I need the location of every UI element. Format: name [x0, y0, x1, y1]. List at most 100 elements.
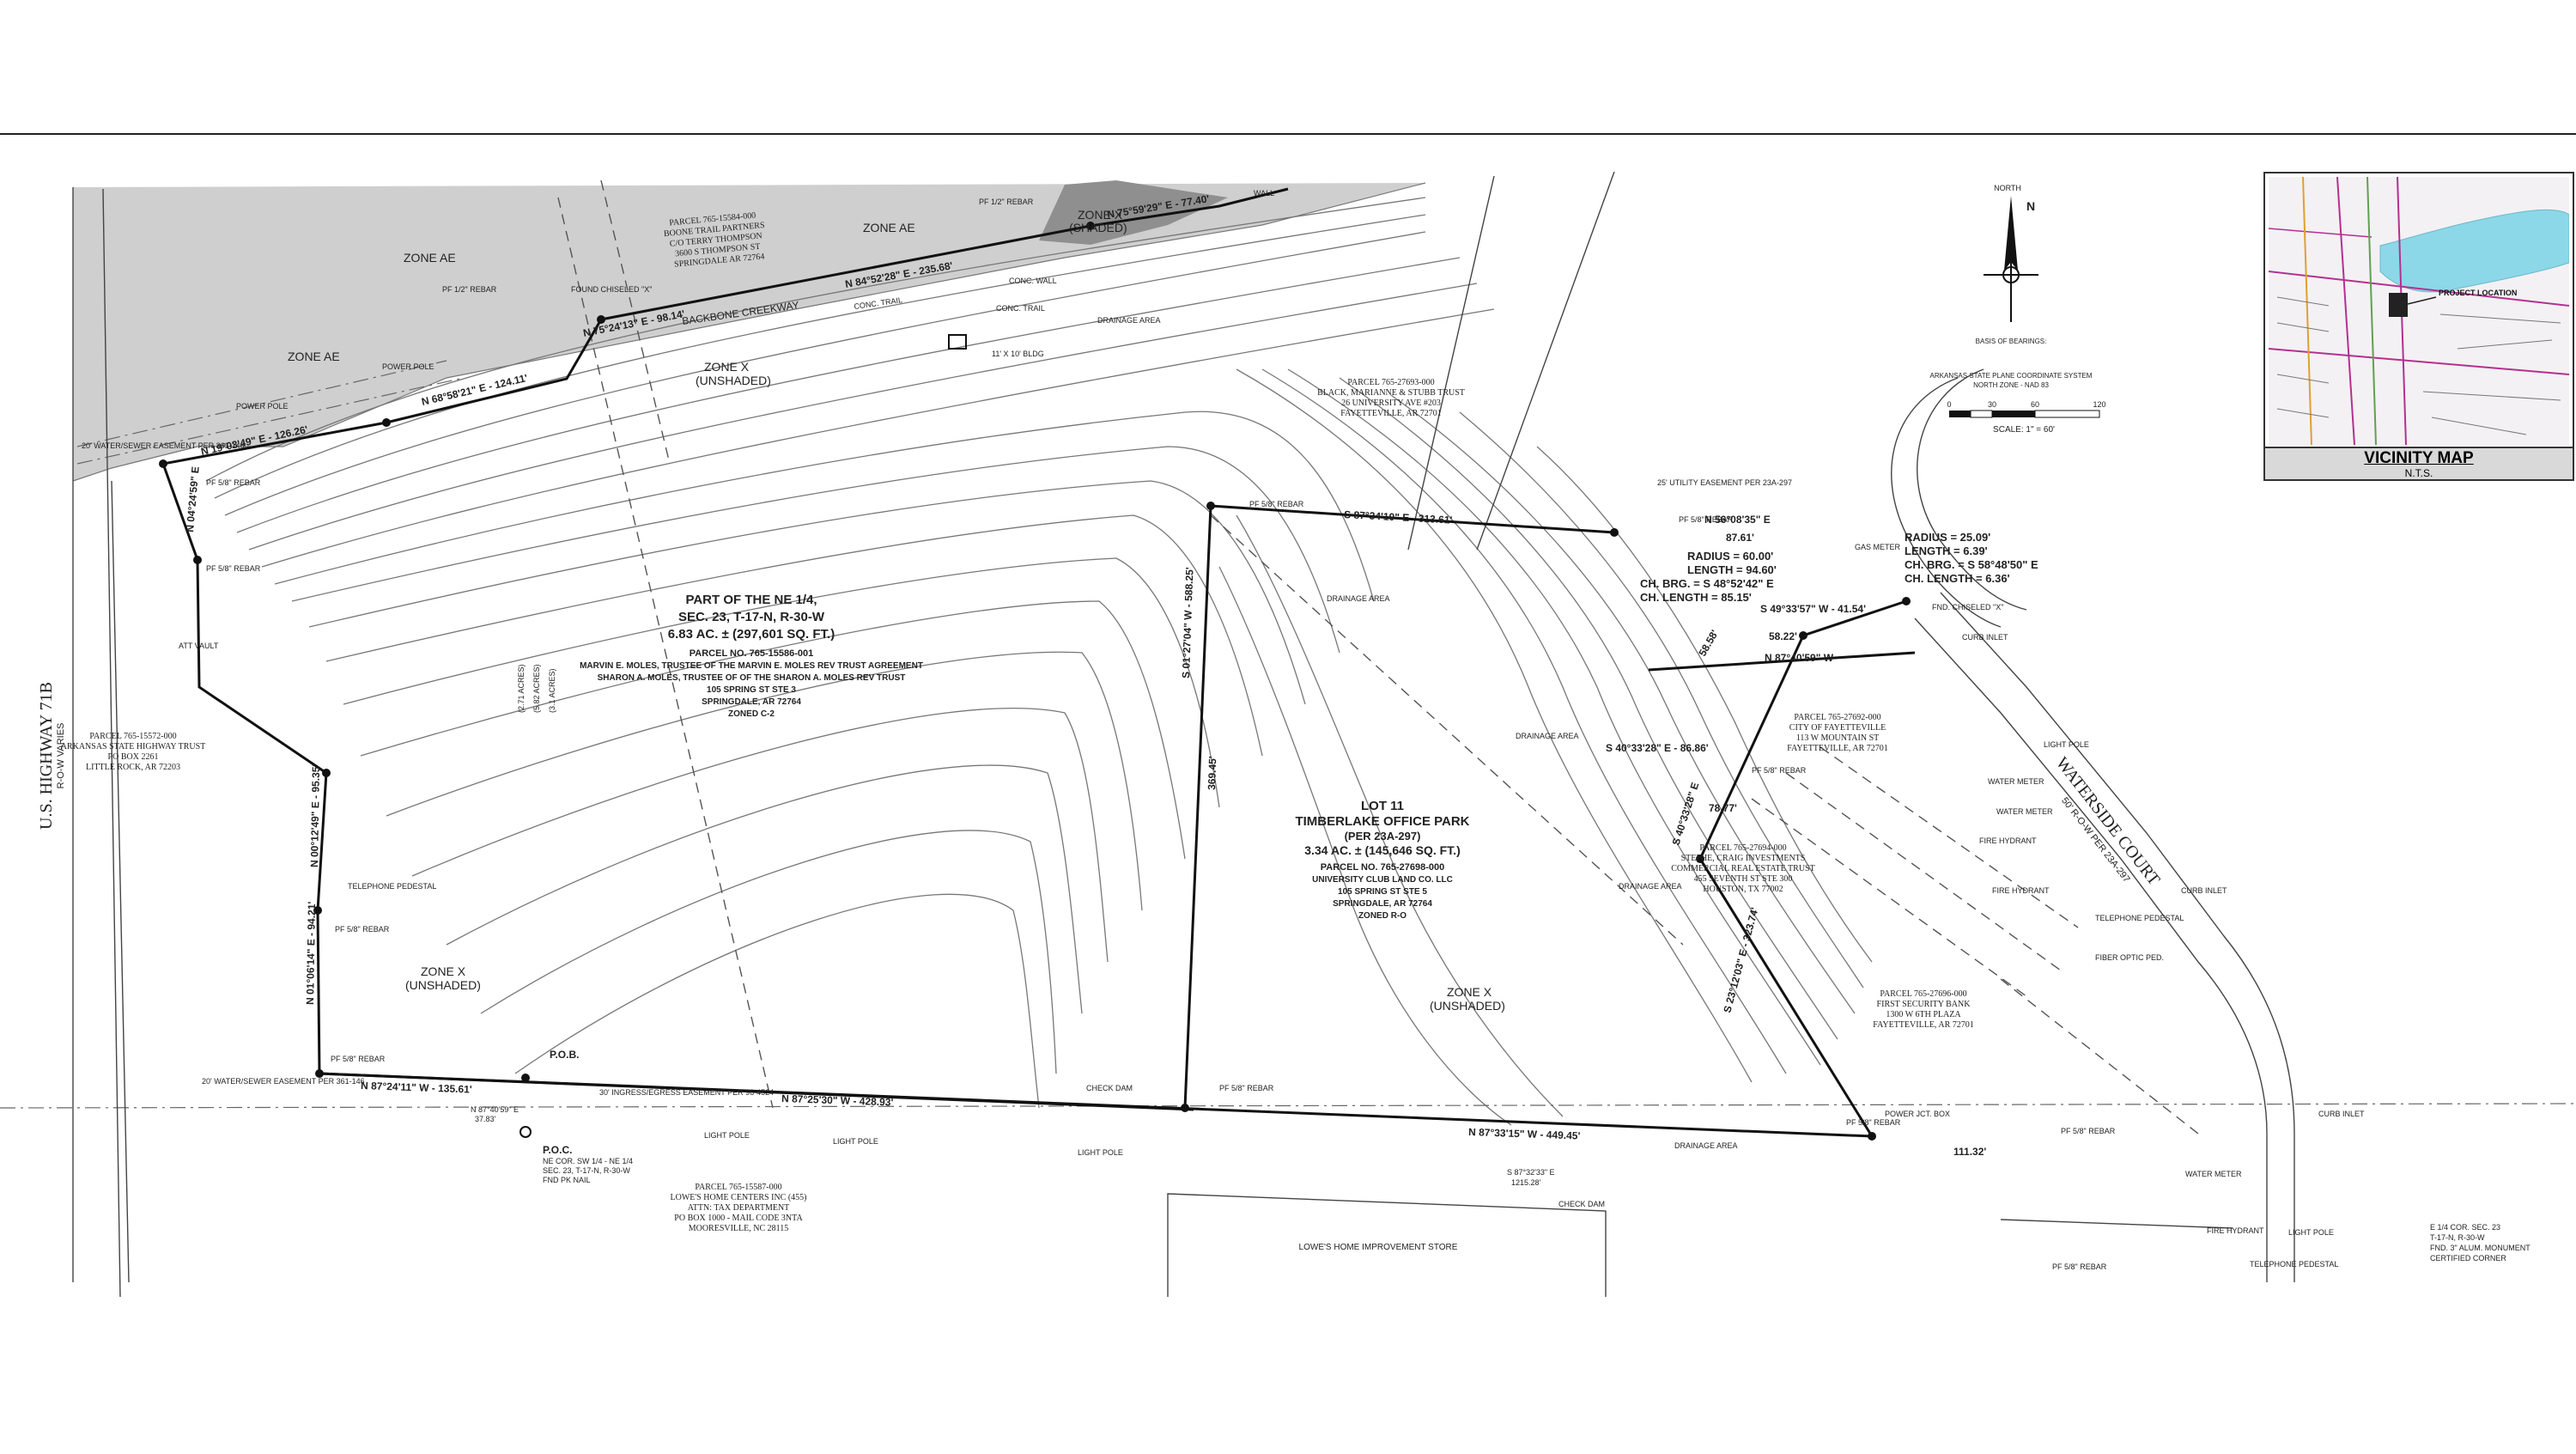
parcel-west-3: PO BOX 2261 [108, 752, 159, 762]
found-chiseled: FOUND CHISELED "X" [571, 285, 652, 294]
acreage-1: (2.71 ACRES) [517, 664, 526, 713]
bearing-17: N 01°06'14" E - 94.21' [304, 901, 318, 1005]
bearing-7: S 01°27'04" W - 588.25' [1180, 567, 1196, 678]
bearing-16: S 49°33'57" W - 41.54' [1760, 603, 1866, 615]
bearing-18: N 00°12'49" E - 95.35' [308, 764, 322, 867]
scale-bar: 0 30 60 120 SCALE: 1" = 60' [1947, 400, 2105, 435]
power-pole-1: POWER POLE [236, 402, 289, 411]
dist-north-2: 37.83' [475, 1115, 496, 1123]
zone-ae-label-1: ZONE AE [404, 251, 456, 265]
north-arrow-n-label: N [2026, 199, 2035, 213]
curve1-chlen: CH. LENGTH = 6.36' [1905, 572, 2010, 585]
tract-main-line4: PARCEL NO. 765-15586-001 [690, 648, 814, 659]
scale-0: 0 [1947, 400, 1951, 409]
vicinity-map-subtitle: N.T.S. [2404, 467, 2433, 479]
fire-hydrant-3: FIRE HYDRANT [2207, 1226, 2264, 1235]
floodplain-border [72, 182, 1426, 482]
fnd-chiseled-2: FND. CHISELED "X" [1932, 603, 2003, 611]
scale-60: 60 [2031, 400, 2039, 409]
north-arrow-icon [2004, 196, 2018, 271]
scale-30: 30 [1988, 400, 1996, 409]
parcel-city-3: 113 W MOUNTAIN ST [1796, 733, 1880, 743]
fire-hydrant-2: FIRE HYDRANT [1992, 886, 2050, 895]
lot11-line1: LOT 11 [1361, 799, 1404, 813]
att-vault: ATT VAULT [179, 642, 219, 650]
bearing-13: N 56°08'35" E [1704, 514, 1771, 526]
tract-main-label: PART OF THE NE 1/4, SEC. 23, T-17-N, R-3… [580, 593, 923, 719]
parcel-first-3: 1300 W 6TH PLAZA [1886, 1010, 1961, 1019]
drainage-1: DRAINAGE AREA [1097, 316, 1161, 325]
easement-lines [0, 171, 2576, 1298]
tract-main-line3: 6.83 AC. ± (297,601 SQ. FT.) [668, 627, 835, 642]
bearing-14: S 40°33'28" E - 86.86' [1606, 742, 1709, 754]
curve2-radius: RADIUS = 60.00' [1687, 550, 1773, 563]
zone-x-unshaded-label-3: ZONE X [1447, 985, 1492, 999]
lot11-line3: (PER 23A-297) [1345, 830, 1421, 843]
parcel-stephe-2: STEPHE, CRAIG INVESTMENTS [1681, 854, 1806, 863]
fiber-optic: FIBER OPTIC PED. [2095, 953, 2164, 962]
zone-x-unshaded-label-1: ZONE X [704, 360, 750, 374]
ne-cor-4: CERTIFIED CORNER [2430, 1254, 2506, 1262]
rebar-5: PF 5/8" REBAR [331, 1055, 386, 1063]
parcel-city-1: PARCEL 765-27692-000 [1794, 713, 1880, 722]
tract-main-line6: SHARON A. MOLES, TRUSTEE OF OF THE SHARO… [598, 673, 906, 683]
curb-inlet-2: CURB INLET [2318, 1110, 2365, 1118]
distance-58b: 58.58' [1696, 628, 1721, 659]
curve1-length: LENGTH = 6.39' [1905, 544, 1988, 557]
bearing-6: S 87°34'10" E - 313.61' [1344, 508, 1453, 526]
bearing-8: N 87°25'30" W - 428.93' [781, 1092, 894, 1109]
water-meter-3: WATER METER [2185, 1170, 2242, 1178]
tel-ped-1: TELEPHONE PEDESTAL [348, 882, 436, 891]
dist-north-1: N 87°40'59" E [471, 1105, 519, 1114]
parcel-first-1: PARCEL 765-27696-000 [1880, 989, 1966, 999]
rebar-2: PF 5/8" REBAR [206, 478, 261, 487]
rebar-8: PF 5/8" REBAR [1219, 1084, 1274, 1092]
easement-4: 30' INGRESS/EGRESS EASEMENT PER 96-4524 [599, 1088, 774, 1097]
rebar-4: PF 5/8" REBAR [335, 925, 390, 934]
bearing-19: N 04°24'59" E [184, 466, 202, 533]
water-meter-2: WATER METER [1996, 807, 2053, 816]
poc-line2: NE COR. SW 1/4 - NE 1/4 [543, 1157, 633, 1165]
vicinity-project-label: PROJECT LOCATION [2439, 289, 2517, 297]
tract-lot11-label: LOT 11 TIMBERLAKE OFFICE PARK (PER 23A-2… [1295, 799, 1469, 921]
rebar-6: PF 5/8" REBAR [1249, 500, 1304, 508]
basis-bearing-2: ARKANSAS STATE PLANE COORDINATE SYSTEM [1930, 372, 2093, 380]
parcel-south-1: PARCEL 765-15587-000 [695, 1183, 781, 1192]
rebar-1: PF 1/2" REBAR [442, 285, 497, 294]
parcel-ne-4: FAYETTEVILLE, AR 72701 [1340, 409, 1442, 418]
lot11-line5: PARCEL NO. 765-27698-000 [1321, 862, 1445, 873]
conc-wall: CONC. WALL [1009, 277, 1057, 285]
basis-bearing-1: BASIS OF BEARINGS: [1976, 338, 2047, 345]
rebar-10: PF 5/8" REBAR [1846, 1118, 1901, 1127]
tel-ped-3: TELEPHONE PEDESTAL [2250, 1260, 2338, 1268]
lot11-line4: 3.34 AC. ± (145,646 SQ. FT.) [1304, 843, 1460, 857]
dist-south-1: S 87°32'33" E [1507, 1168, 1555, 1177]
bearing-15: N 87°40'59" W [1765, 652, 1834, 664]
parcel-south-3: ATTN: TAX DEPARTMENT [688, 1203, 790, 1213]
tract-main-line9: ZONED C-2 [728, 709, 775, 719]
poc-line4: FND PK NAIL [543, 1176, 591, 1184]
zone-ae-label-2: ZONE AE [863, 221, 915, 234]
parcel-stephe-1: PARCEL 765-27694-000 [1699, 843, 1786, 853]
parcel-south-4: PO BOX 1000 - MAIL CODE 3NTA [674, 1214, 803, 1223]
rebar-7: PF 1/2" REBAR [979, 198, 1034, 206]
parcel-south-5: MOORESVILLE, NC 28115 [689, 1224, 789, 1233]
tract-main-line7: 105 SPRING ST STE 3 [707, 685, 796, 695]
power-jct: POWER JCT. BOX [1885, 1110, 1950, 1118]
zone-x-unshaded-label-2: ZONE X [421, 964, 466, 978]
easement-3: 25' UTILITY EASEMENT PER 23A-297 [1657, 478, 1792, 487]
bearing-10: N 87°33'15" W - 449.45' [1468, 1126, 1581, 1142]
floodplain-zone-ae [73, 183, 1425, 481]
parcel-south-2: LOWE'S HOME CENTERS INC (455) [670, 1193, 806, 1202]
distance-58: 58.22' [1769, 630, 1797, 642]
power-pole-2: POWER POLE [382, 362, 434, 371]
parcel-ne-1: PARCEL 765-27693-000 [1347, 378, 1434, 387]
lot11-line8: SPRINGDALE, AR 72764 [1333, 899, 1432, 909]
parcel-west-4: LITTLE ROCK, AR 72203 [86, 763, 180, 772]
parcel-west-2: ARKANSAS STATE HIGHWAY TRUST [61, 742, 206, 751]
dist-south-2: 1215.28' [1511, 1178, 1541, 1187]
highway-label: U.S. HIGHWAY 71B [37, 682, 56, 830]
ne-cor-3: FND. 3" ALUM. MONUMENT [2430, 1244, 2530, 1252]
vicinity-map-panel: PROJECT LOCATION VICINITY MAP N.T.S. [2263, 172, 2574, 481]
